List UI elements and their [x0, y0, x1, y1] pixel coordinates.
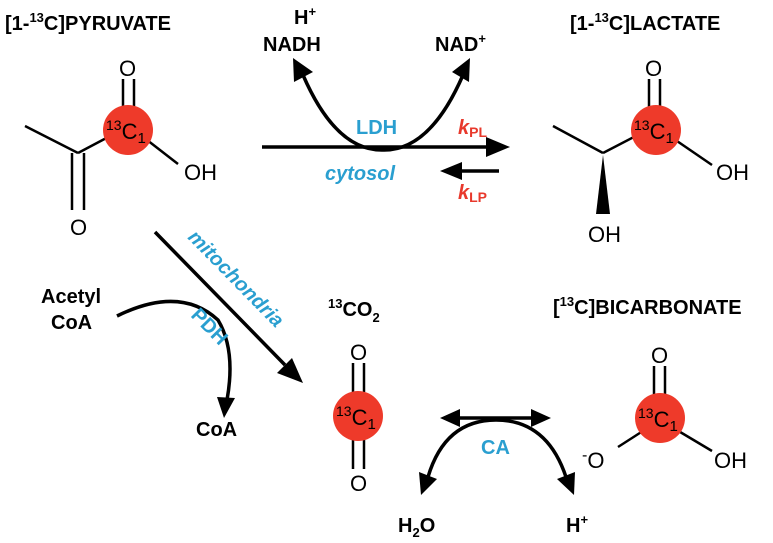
co2-structure: 13C1 O O [333, 340, 383, 496]
co2-bottom-o: O [350, 471, 367, 496]
pyruvate-c13-label: 13C1 [106, 117, 146, 147]
pyruvate-c13-circle [103, 105, 153, 155]
ldh-arc-left-head [293, 58, 313, 82]
bicarbonate-structure: 13C1 O OH -O [582, 343, 747, 473]
bicarb-carbonyl-o: O [651, 343, 668, 368]
nadh-label: NADH [263, 34, 321, 56]
ca-arc-left-head [419, 472, 437, 495]
ldh-reaction: LDH cytosol kPL kLP H+ NADH NAD+ [262, 4, 510, 205]
ldh-label: LDH [356, 117, 397, 139]
ca-left-arrowhead [440, 409, 460, 427]
pdh-label: PDH [186, 304, 231, 350]
bicarb-c13-circle [635, 393, 685, 443]
lactate-structure: 13C1 O OH OH [552, 56, 749, 247]
lactate-c13-label: 13C1 [634, 117, 674, 147]
h-plus-ldh: H+ [294, 4, 316, 29]
pdh-arc-head [217, 397, 235, 418]
k-lp-label: kLP [458, 182, 487, 205]
cytosol-label: cytosol [325, 163, 395, 185]
pdh-reaction: mitochondria PDH Acetyl CoA CoA [41, 226, 303, 441]
pdh-arrow-shaft [153, 230, 287, 367]
lactate-wedge-bond [596, 155, 610, 214]
lactate-carbonyl-o: O [645, 56, 662, 81]
bicarb-oh: OH [714, 448, 747, 473]
ca-right-arrowhead [531, 409, 551, 427]
bicarb-o-minus: -O [582, 447, 604, 473]
lactate-oh: OH [716, 160, 749, 185]
co2-title: 13CO2 [328, 296, 380, 325]
ldh-cofactor-arc [301, 74, 465, 152]
pdh-cofactor-arc [116, 299, 232, 401]
pyruvate-carbonyl-o: O [119, 56, 136, 81]
bicarb-c13-label: 13C1 [638, 405, 678, 435]
co2-c13-label: 13C1 [336, 403, 376, 433]
forward-arrowhead [486, 137, 510, 157]
acetyl-label: Acetyl [41, 286, 101, 308]
ca-reaction: CA H2O H+ [398, 409, 588, 540]
k-pl-label: kPL [458, 117, 487, 140]
lactate-c13-circle [631, 105, 681, 155]
ca-arc-right-head [557, 472, 575, 495]
ca-label: CA [481, 437, 510, 459]
bicarbonate-title: [13C]BICARBONATE [553, 294, 742, 319]
lactate-methyl-bond [552, 124, 604, 155]
acetyl-coa-label: CoA [51, 312, 92, 334]
pyruvate-structure: 13C1 O OH O [24, 56, 217, 240]
co2-top-o: O [350, 340, 367, 365]
h-plus-ca: H+ [566, 512, 588, 537]
pyruvate-title: [1-13C]PYRUVATE [5, 10, 171, 35]
pyruvate-keto-o: O [70, 215, 87, 240]
coa-product-label: CoA [196, 419, 237, 441]
ca-cofactor-arc [426, 418, 568, 478]
nad-plus-label: NAD+ [435, 31, 486, 56]
pyruvate-oh: OH [184, 160, 217, 185]
h2o-label: H2O [398, 515, 435, 540]
pyruvate-methyl-bond [24, 124, 79, 155]
co2-c13-circle [333, 391, 383, 441]
pdh-arrowhead [277, 358, 303, 383]
lactate-title: [1-13C]LACTATE [570, 10, 720, 35]
lactate-alpha-oh: OH [588, 222, 621, 247]
ldh-arc-right-head [452, 58, 470, 82]
reverse-arrowhead [440, 162, 462, 180]
